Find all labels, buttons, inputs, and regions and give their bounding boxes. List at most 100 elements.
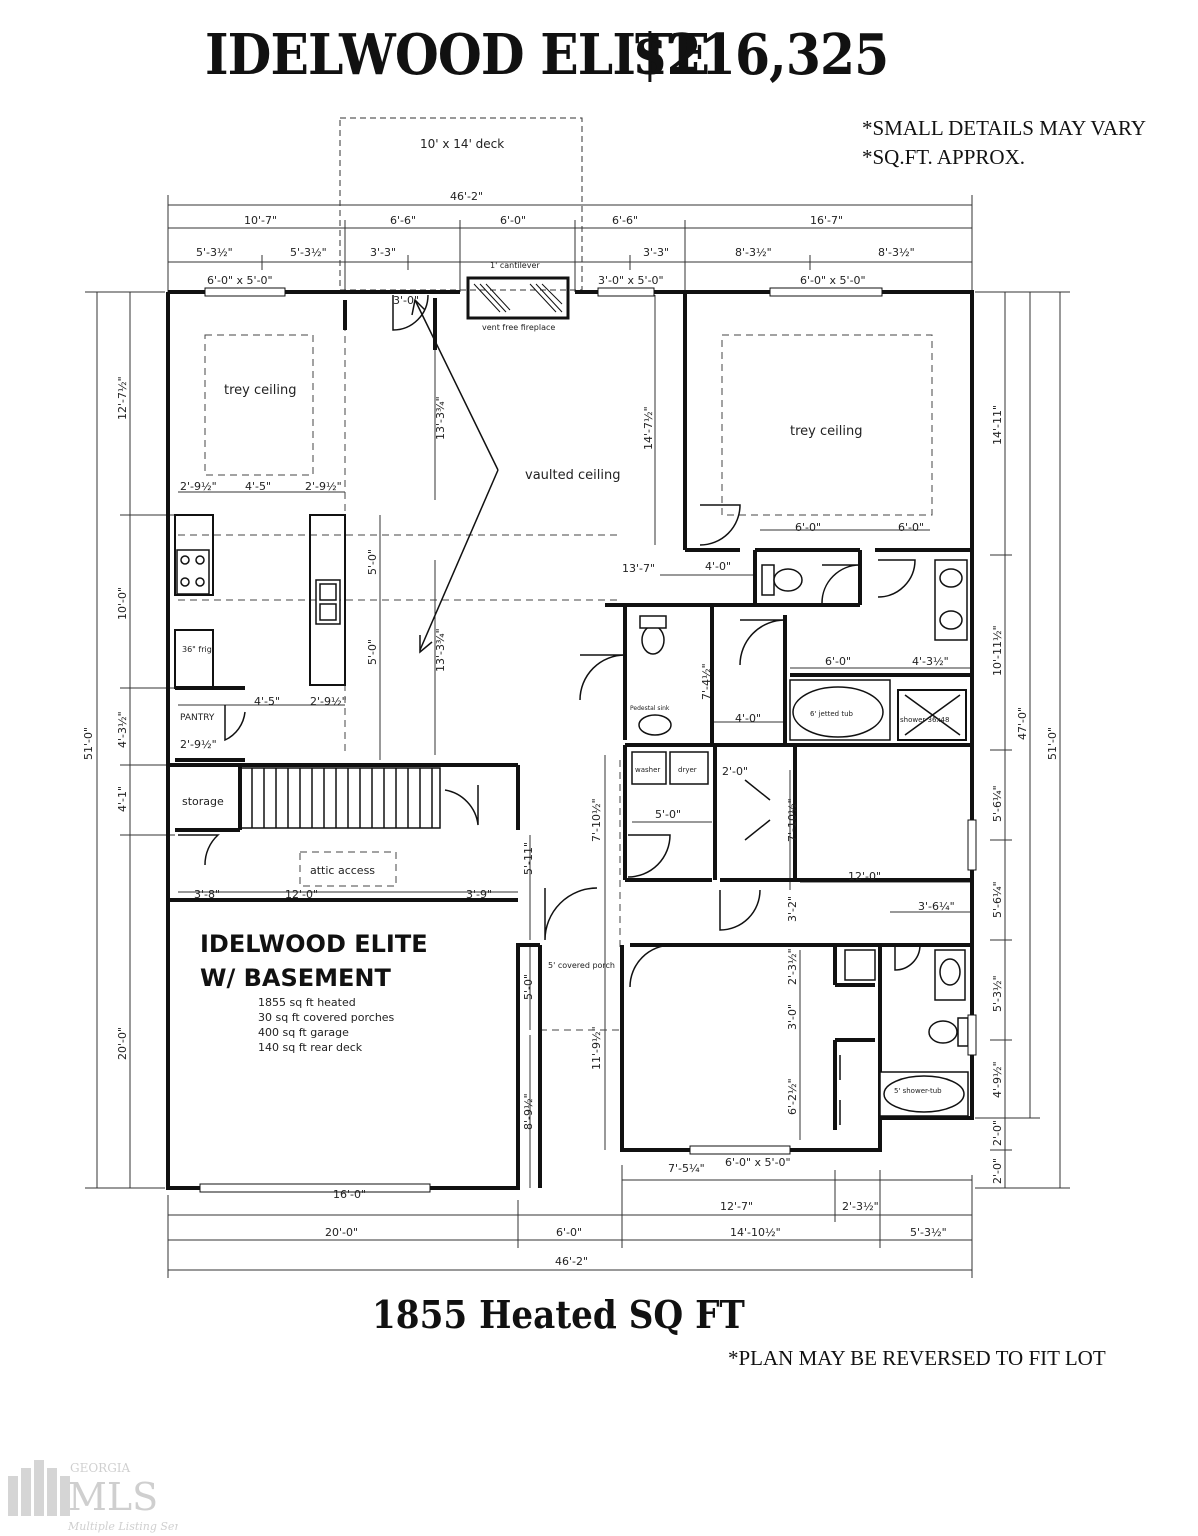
dim-right-d: 5'-6¼": [991, 881, 1004, 918]
dim-inner-i1: 2'-9½": [180, 480, 217, 493]
dim-inner-i23: 12'-0": [285, 888, 318, 901]
dim-bottom-d1: 20'-0": [325, 1226, 358, 1239]
dim-right-b: 10'-11½": [991, 625, 1004, 676]
dim-top-mid3: 6'-6": [612, 214, 638, 227]
dim-inner-i8: 6'-0": [795, 521, 821, 534]
vaulted-label: vaulted ceiling: [525, 468, 620, 483]
info-line-2: 30 sq ft covered porches: [258, 1011, 395, 1024]
dim-inner-i29: 5'-0": [366, 639, 379, 665]
dim-bottom-d7: 7'-5¼": [668, 1162, 705, 1175]
dim-bottom-garage-door: 16'-0": [333, 1188, 366, 1201]
note-sqft-approx: *SQ.FT. APPROX.: [862, 145, 1025, 169]
dim-left-b: 10'-0": [116, 587, 129, 620]
dim-bottom-overall: 46'-2": [555, 1255, 588, 1268]
dim-inner-i21: 3'-6¼": [918, 900, 955, 913]
info-title-1: IDELWOOD ELITE: [200, 930, 428, 958]
dim-inner-i36: 6'-2½": [786, 1078, 799, 1115]
plan-price: $216,325: [632, 22, 890, 88]
dim-inner-i2: 4'-5": [245, 480, 271, 493]
dim-right-a: 14'-11": [991, 405, 1004, 445]
dryer-label: dryer: [678, 766, 697, 774]
note-reversed: *PLAN MAY BE REVERSED TO FIT LOT: [728, 1346, 1106, 1370]
attic-label: attic access: [310, 864, 375, 877]
note-small-details: *SMALL DETAILS MAY VARY: [862, 116, 1147, 140]
dim-inner-i10: 4'-0": [705, 560, 731, 573]
covered-porch-label: 5' covered porch: [548, 961, 615, 970]
cantilever-label: 1' cantilever: [490, 261, 540, 270]
dim-inner-i14: 4'-0": [735, 712, 761, 725]
info-title-2: W/ BASEMENT: [200, 964, 392, 992]
dim-inner-i17: 2'-0": [722, 765, 748, 778]
pantry-label: PANTRY: [180, 713, 215, 723]
dim-inner-i11: 13'-7": [622, 562, 655, 575]
dim-bottom-d4: 5'-3½": [910, 1226, 947, 1239]
storage-label: storage: [182, 795, 224, 808]
dim-bottom-d6: 2'-3½": [842, 1200, 879, 1213]
dim-inner-i34: 2'-3½": [786, 948, 799, 985]
dim-top-sub1: 5'-3½": [196, 246, 233, 259]
dim-left-overall: 51'-0": [82, 727, 95, 760]
info-line-3: 400 sq ft garage: [258, 1026, 349, 1039]
dim-inner-i30: 5'-11": [522, 842, 535, 875]
georgia-mls-logo: GEORGIA MLS Multiple Listing Service: [8, 1460, 178, 1533]
dim-left-a: 12'-7½": [116, 376, 129, 420]
dim-inner-i9: 6'-0": [898, 521, 924, 534]
dim-top-sub3: 3'-3": [370, 246, 396, 259]
watermark-line1: GEORGIA: [70, 1461, 131, 1475]
info-line-4: 140 sq ft rear deck: [258, 1041, 363, 1054]
trey-right-label: trey ceiling: [790, 424, 862, 439]
dim-right-c: 5'-6¼": [991, 785, 1004, 822]
dim-inner-i6: 13'-3¾": [434, 628, 447, 672]
dim-right-e: 5'-3½": [991, 975, 1004, 1012]
dim-inner-i12: 6'-0": [825, 655, 851, 668]
deck-label: 10' x 14' deck: [420, 137, 504, 151]
dim-left-e: 20'-0": [116, 1027, 129, 1060]
shower-label: shower 36x48: [900, 716, 949, 724]
shower-tub-label: 5' shower-tub: [894, 1087, 942, 1095]
info-line-1: 1855 sq ft heated: [258, 996, 356, 1009]
trey-left-label: trey ceiling: [224, 383, 296, 398]
jetted-tub-label: 6' jetted tub: [810, 710, 854, 718]
dim-left-d: 4'-1": [116, 786, 129, 812]
heated-sqft-label: 1855 Heated SQ FT: [372, 1292, 745, 1337]
dim-inner-i37: 3'-2": [786, 896, 799, 922]
dim-inner-i16: 5'-0": [655, 808, 681, 821]
dim-inner-i24: 3'-9": [466, 888, 492, 901]
dim-inner-i13: 4'-3½": [912, 655, 949, 668]
dim-right-f: 4'-9½": [991, 1061, 1004, 1098]
dim-top-mid1: 6'-6": [390, 214, 416, 227]
dim-top-mid2: 6'-0": [500, 214, 526, 227]
dim-inner-i28: 5'-0": [366, 549, 379, 575]
dim-bottom-d3: 14'-10½": [730, 1226, 781, 1239]
dim-inner-i31: 5'-0": [522, 974, 535, 1000]
dim-inner-i22: 3'-8": [194, 888, 220, 901]
dim-right-h: 2'-0": [991, 1158, 1004, 1184]
dim-inner-i20: 12'-0": [848, 870, 881, 883]
dim-inner-i5: 14'-7½": [642, 406, 655, 450]
dim-inner-i15: 7'-4½": [700, 663, 713, 700]
dim-top-sub2: 5'-3½": [290, 246, 327, 259]
dim-top-win1: 6'-0" x 5'-0": [207, 274, 273, 287]
watermark-line2: MLS: [68, 1475, 158, 1519]
dim-top-sub5: 8'-3½": [735, 246, 772, 259]
dim-top-sub4: 3'-3": [643, 246, 669, 259]
dim-top-right: 16'-7": [810, 214, 843, 227]
dim-bottom-d5: 12'-7": [720, 1200, 753, 1213]
dim-inner-i33: 8'-9½": [522, 1093, 535, 1130]
dim-inner-i18: 7'-10½": [590, 798, 603, 842]
dim-inner-i4: 13'-3¾": [434, 396, 447, 440]
dim-inner-i26: 2'-9½": [310, 695, 347, 708]
fridge-label: 36" frig: [182, 645, 212, 654]
dim-inner-i7: 3'-0": [393, 294, 419, 307]
dim-inner-i3: 2'-9½": [305, 480, 342, 493]
dim-inner-i19: 7'-10½": [786, 798, 799, 842]
dim-bottom-d2: 6'-0": [556, 1226, 582, 1239]
dim-top-win3: 6'-0" x 5'-0": [800, 274, 866, 287]
dim-inner-i27: 2'-9½": [180, 738, 217, 751]
dim-bottom-d8: 6'-0" x 5'-0": [725, 1156, 791, 1169]
dim-top-sub6: 8'-3½": [878, 246, 915, 259]
dim-inner-i35: 3'-0": [786, 1004, 799, 1030]
dim-right-overall: 51'-0": [1046, 727, 1059, 760]
plan-name: IDELWOOD ELITE: [205, 22, 710, 88]
